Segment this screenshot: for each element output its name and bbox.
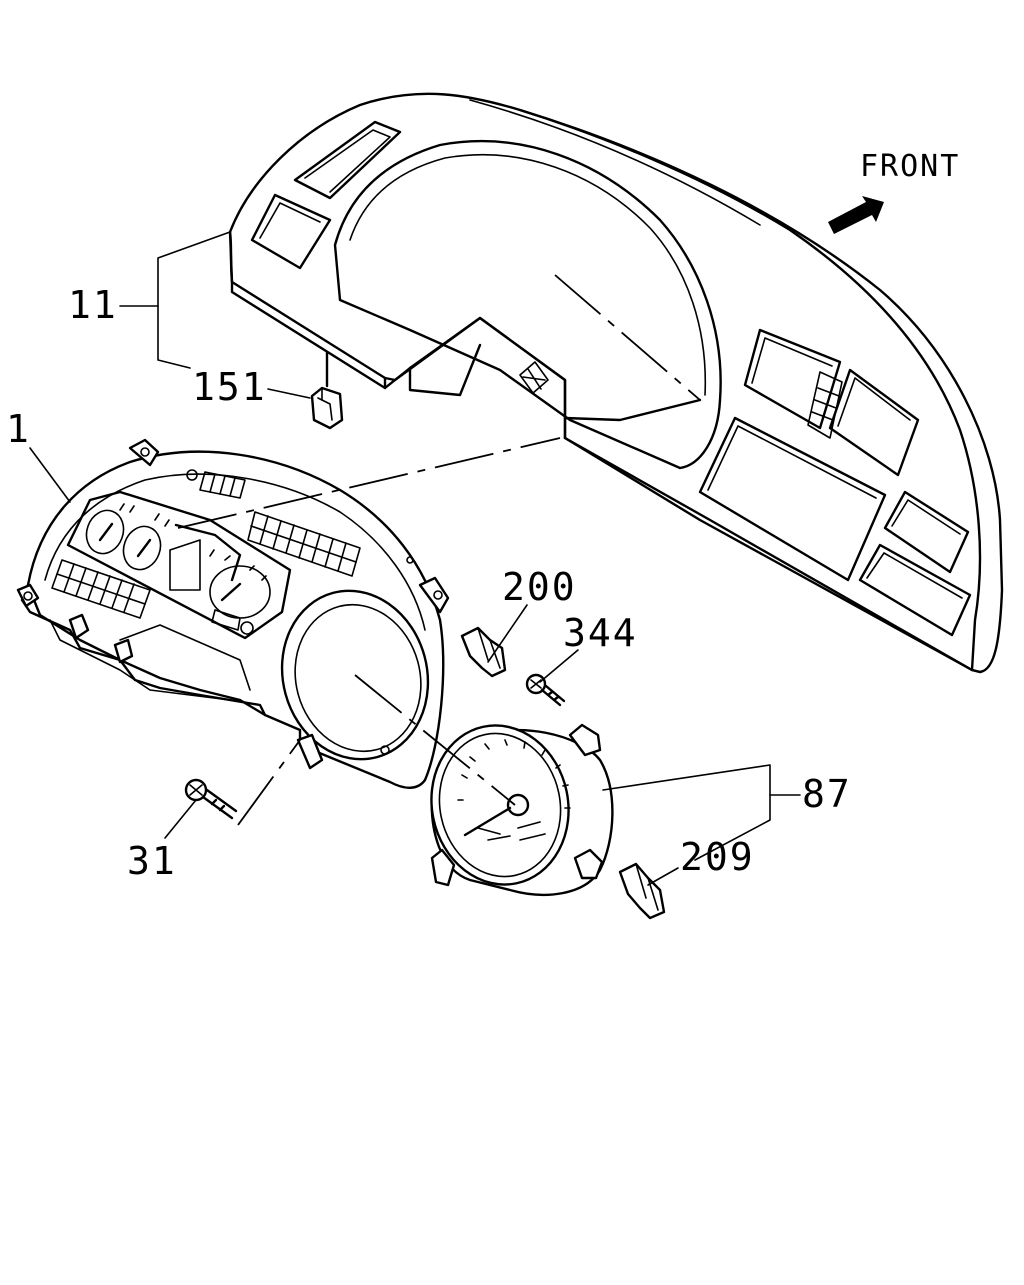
callout-1: 1	[6, 407, 31, 451]
warning-lamp-grid-top	[199, 471, 361, 577]
bulb-socket-200	[460, 626, 507, 678]
meter-case	[16, 438, 450, 789]
front-arrow-icon	[828, 196, 884, 234]
warning-lamp-grid-left	[51, 559, 151, 619]
callout-31: 31	[127, 839, 177, 883]
bulb-socket-209	[618, 862, 666, 920]
hood-clip-151	[310, 350, 344, 430]
callout-200: 200	[502, 565, 577, 609]
callout-344: 344	[563, 611, 638, 655]
alignment-line-screw-31	[237, 739, 301, 826]
callout-151: 151	[192, 365, 267, 409]
meter-hood-panel	[228, 92, 1004, 674]
callout-209: 209	[680, 835, 755, 879]
callout-11: 11	[68, 283, 118, 327]
alignment-line-speedometer	[354, 674, 516, 806]
screw-31	[184, 778, 238, 820]
callout-87: 87	[802, 772, 852, 816]
front-label: FRONT	[860, 149, 961, 184]
screw-344	[525, 673, 566, 707]
alignment-line-case-to-hood	[177, 437, 561, 529]
leader-lines	[29, 231, 801, 886]
